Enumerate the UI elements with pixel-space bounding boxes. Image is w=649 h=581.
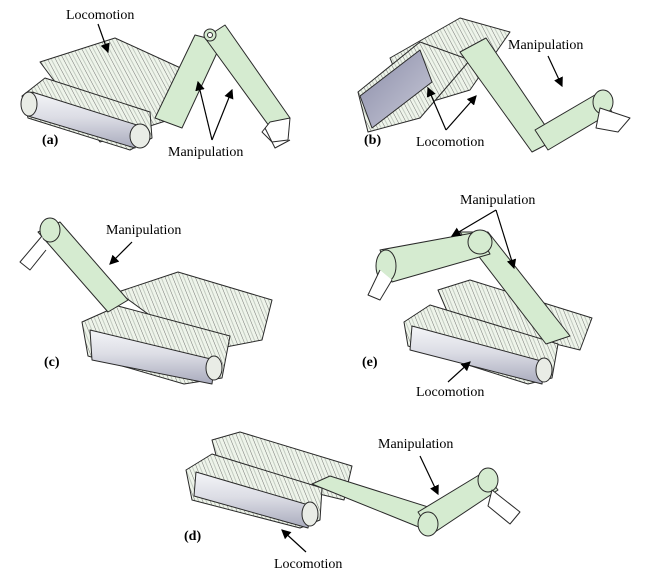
- panel-b-manipulation-arrow: [547, 55, 563, 88]
- panel-e-locomotion-arrow: [447, 361, 471, 383]
- panel-c-tag: (c): [44, 355, 60, 370]
- panel-e-locomotion-label: Locomotion: [416, 385, 484, 400]
- panel-b-locomotion-label: Locomotion: [416, 135, 484, 150]
- panel-a-robot: [20, 24, 291, 151]
- panel-d-locomotion-arrow: [281, 529, 307, 553]
- panel-b-robot: [357, 17, 631, 153]
- panel-d-locomotion-label: Locomotion: [274, 557, 342, 572]
- panel-a-manipulation-label: Manipulation: [168, 145, 243, 160]
- panel-d-manipulation-arrow: [419, 455, 439, 496]
- panel-a-manipulation-arrow-1: [195, 80, 213, 141]
- panel-e-manipulation-arrow-2: [495, 209, 517, 270]
- panel-a-locomotion-arrow: [97, 23, 110, 54]
- panel-a-tag: (a): [42, 133, 59, 148]
- panel-d-robot: [185, 431, 521, 537]
- panel-c-manipulation-arrow: [109, 241, 133, 265]
- panel-a-manipulation-arrow-2: [211, 88, 234, 141]
- panel-e-robot: [367, 229, 593, 385]
- panel-e-manipulation-label: Manipulation: [460, 193, 535, 208]
- panel-b-tag: (b): [364, 133, 381, 148]
- panel-a-locomotion-label: Locomotion: [66, 8, 134, 23]
- panel-c-robot: [19, 217, 273, 385]
- panel-e-tag: (e): [362, 355, 378, 370]
- panel-c-manipulation-label: Manipulation: [106, 223, 181, 238]
- panel-b-locomotion-arrow-2: [445, 95, 477, 131]
- panel-e-manipulation-arrow-1: [450, 209, 497, 237]
- panel-b-manipulation-label: Manipulation: [508, 38, 583, 53]
- panel-d-manipulation-label: Manipulation: [378, 437, 453, 452]
- panel-d-tag: (d): [184, 529, 201, 544]
- panel-b-locomotion-arrow-1: [426, 86, 447, 131]
